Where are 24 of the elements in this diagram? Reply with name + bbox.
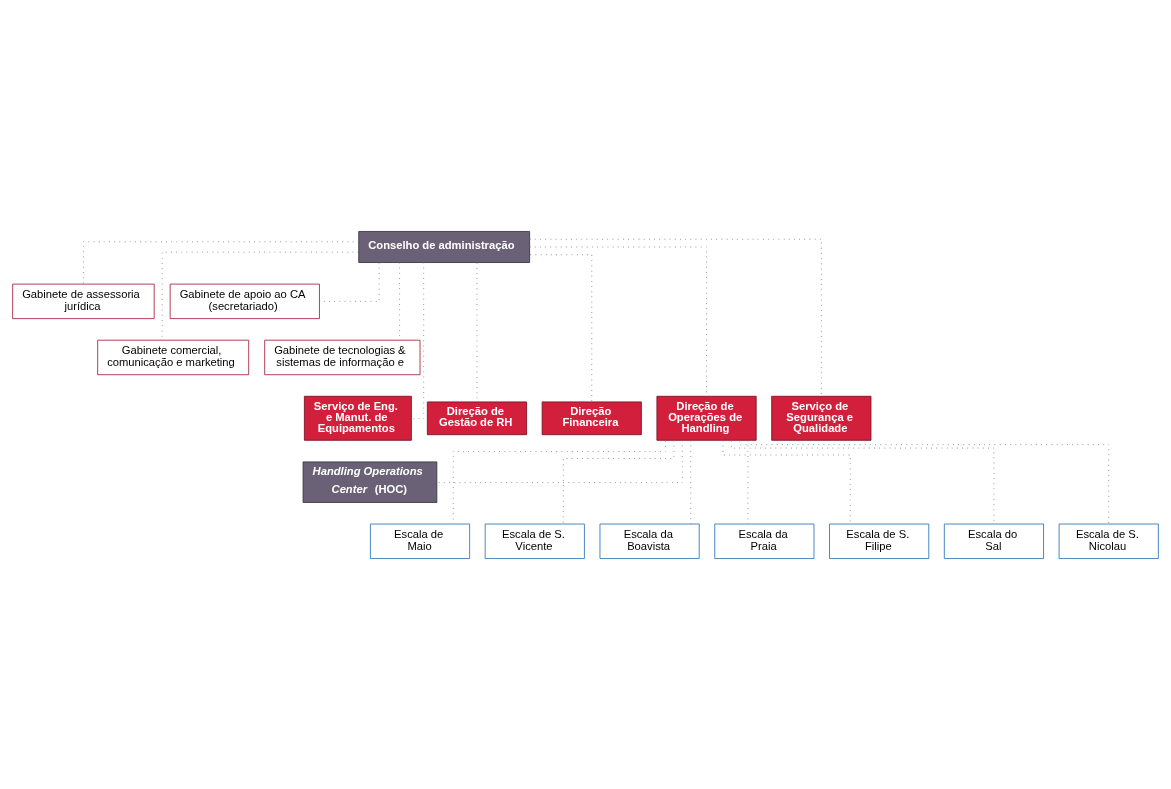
node-box: Escala da Boavista [599,523,700,559]
node-box: Conselho de administração [358,230,531,263]
node-box: Gabinete de tecnologias & sistemas de informação e [264,339,421,375]
node-box: Escala da Praia [714,523,815,559]
node-box: Gabinete comercial, comunicação e marketing [97,339,250,375]
connector [562,439,675,524]
node-box: Handling Operations Center (HOC) [302,460,438,503]
node-box: Escala de S. Nicolau [1058,523,1159,559]
connector [722,439,851,524]
node-box: Direção Financeira [541,400,642,435]
node-box: Escala de S. Vicente [484,523,585,559]
node-box: Escala do Sal [943,523,1044,559]
connector [452,439,666,524]
node-box: Serviço de Segurança e Qualidade [771,395,872,441]
node-box: Direção de Operações de Handling [656,395,757,441]
connector [161,251,359,340]
node-box: Escala de Maio [369,523,471,559]
node-box: Gabinete de assessoria jurídica [12,283,155,319]
node-box: Gabinete de apoio ao CA (secretariado) [169,283,320,319]
node-box: Direção de Gestão de RH [426,400,528,435]
connector [529,238,822,396]
node-box: Escala de S. Filipe [829,523,930,559]
node-box: Serviço de Eng. e Manut. de Equipamentos [303,395,412,441]
connector [730,439,995,524]
